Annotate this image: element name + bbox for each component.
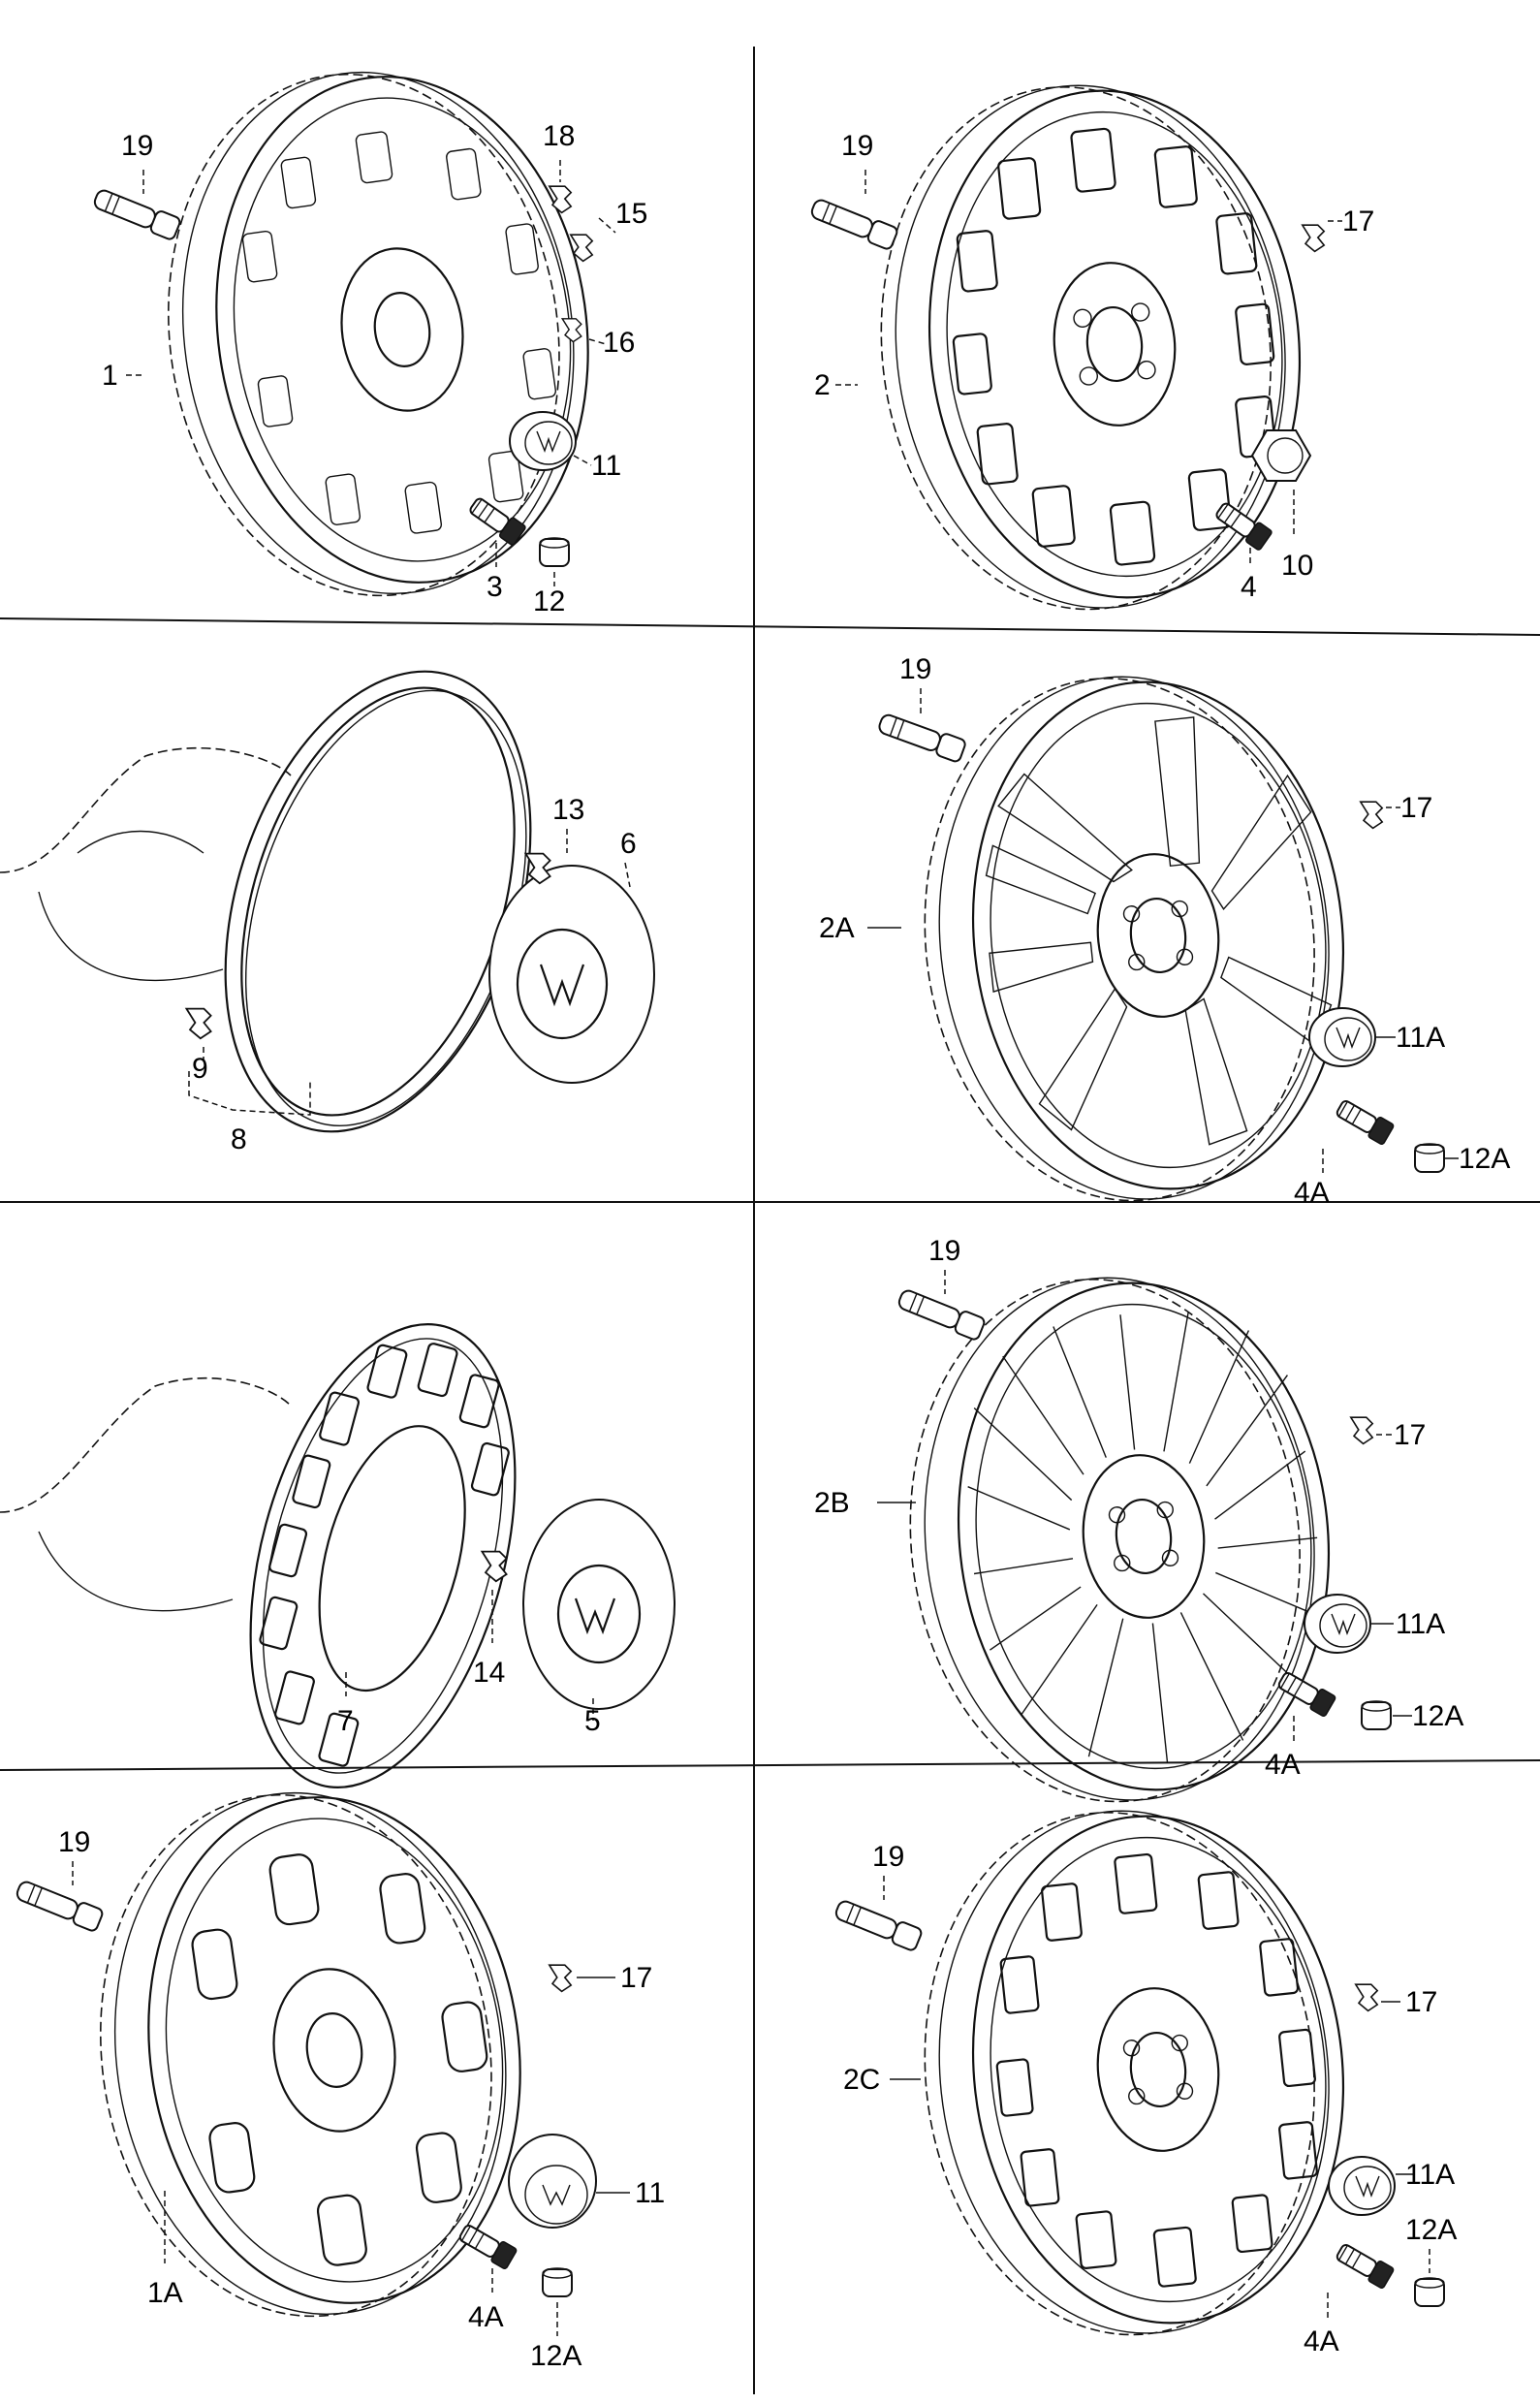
callout-2b: 2B <box>814 1487 850 1519</box>
clip-icon <box>185 1007 212 1040</box>
callout-2c: 2C <box>843 2064 880 2096</box>
callout-13: 13 <box>552 794 584 826</box>
bolt-icon <box>1274 1667 1337 1719</box>
bolt-icon <box>1333 2239 1396 2291</box>
wheel-2b-drawing <box>883 1255 1356 1822</box>
hubcap-icon <box>509 411 577 471</box>
callout-19: 19 <box>841 130 873 162</box>
panel-2: 19 17 2 10 4 <box>807 63 1374 630</box>
panel-7: 19 17 11 1A 4A 12A <box>13 1764 665 2372</box>
callout-11a: 11A <box>1405 2159 1455 2191</box>
callout-12a: 12A <box>1405 2214 1457 2246</box>
callout-4a: 4A <box>1294 1177 1330 1209</box>
callout-11a: 11A <box>1396 1608 1445 1640</box>
hub-cover-drawing <box>522 1499 676 1710</box>
hub-cap-hex-icon <box>1250 429 1312 482</box>
wheel-partial-drawing <box>0 746 292 982</box>
callout-19: 19 <box>899 653 931 685</box>
panel-3: 13 6 9 8 <box>0 670 655 1155</box>
wheel-cover-drawing <box>249 1323 517 1788</box>
callout-12: 12 <box>533 585 565 617</box>
callout-1a: 1A <box>147 2277 183 2309</box>
hub-cover-drawing <box>488 865 655 1084</box>
valve-icon <box>832 1896 925 1953</box>
callout-12a: 12A <box>1412 1700 1463 1732</box>
valve-icon <box>90 185 183 242</box>
callout-2: 2 <box>814 369 831 401</box>
clip-icon <box>481 1550 508 1583</box>
callout-2a: 2A <box>819 912 855 944</box>
callout-5: 5 <box>584 1705 601 1737</box>
valve-icon <box>13 1877 106 1934</box>
callout-6: 6 <box>620 828 637 860</box>
callout-17: 17 <box>620 1962 652 1994</box>
cap-nut-icon <box>539 537 570 567</box>
callout-18: 18 <box>543 120 575 152</box>
wheel-partial-drawing <box>0 1376 292 1612</box>
bolt-icon <box>465 493 528 548</box>
callout-17: 17 <box>1405 1986 1437 2018</box>
callout-4a: 4A <box>1265 1749 1301 1781</box>
callout-17: 17 <box>1342 206 1374 237</box>
callout-11: 11 <box>591 450 621 482</box>
bolt-icon <box>1333 1095 1396 1147</box>
panel-4: 19 17 2A 11A 4A 12A <box>819 653 1510 1221</box>
callout-8: 8 <box>231 1123 247 1155</box>
clip-icon <box>1360 801 1383 830</box>
callout-12a: 12A <box>530 2340 581 2372</box>
valve-icon <box>875 710 968 765</box>
callout-3: 3 <box>487 571 503 603</box>
clip-icon <box>1302 224 1325 253</box>
callout-12a: 12A <box>1459 1143 1510 1175</box>
panel-separators <box>0 47 1540 2394</box>
wheel-2c-drawing <box>897 1788 1370 2356</box>
callout-4a: 4A <box>1304 2325 1339 2357</box>
wheel-2-drawing <box>854 63 1327 630</box>
callout-19: 19 <box>872 1841 904 1873</box>
callout-17: 17 <box>1400 792 1432 824</box>
callout-17: 17 <box>1394 1419 1426 1451</box>
callout-1: 1 <box>102 360 118 392</box>
callout-16: 16 <box>603 327 635 359</box>
wheel-2a-drawing <box>897 654 1370 1221</box>
cap-nut-icon <box>1414 1143 1445 1173</box>
valve-icon <box>895 1285 988 1343</box>
callout-19: 19 <box>121 130 153 162</box>
valve-icon <box>807 195 900 252</box>
clip-icon <box>548 1964 573 1993</box>
callout-9: 9 <box>192 1053 208 1085</box>
panel-6: 19 17 2B 11A 4A 12A <box>814 1235 1463 1822</box>
callout-14: 14 <box>473 1657 505 1689</box>
wheel-1-drawing <box>134 44 622 622</box>
callout-4: 4 <box>1241 571 1257 603</box>
clip-icon <box>1355 1983 1378 2012</box>
hubcap-icon <box>1304 1594 1371 1654</box>
balance-weight-icon <box>561 318 582 343</box>
callout-19: 19 <box>928 1235 960 1267</box>
panel-5: 7 14 5 <box>0 1323 676 1788</box>
callout-10: 10 <box>1281 550 1313 582</box>
callout-11a: 11A <box>1396 1022 1445 1054</box>
callout-19: 19 <box>58 1826 90 1858</box>
callout-11: 11 <box>635 2177 665 2209</box>
wheel-1a-drawing <box>66 1764 554 2343</box>
hubcap-icon <box>1308 1007 1376 1067</box>
callout-15: 15 <box>615 198 647 230</box>
panel-8: 19 17 2C 11A 4A 12A <box>832 1788 1457 2357</box>
cap-nut-icon <box>1361 1700 1392 1730</box>
callout-4a: 4A <box>468 2301 504 2333</box>
hubcap-icon <box>1328 2156 1396 2216</box>
cap-nut-icon <box>1414 2277 1445 2307</box>
cap-nut-icon <box>542 2267 573 2297</box>
hubcap-icon <box>508 2134 597 2229</box>
panel-1: 19 18 15 1 16 11 3 12 <box>90 44 647 622</box>
callout-7: 7 <box>337 1705 354 1737</box>
clip-icon <box>1350 1416 1373 1445</box>
